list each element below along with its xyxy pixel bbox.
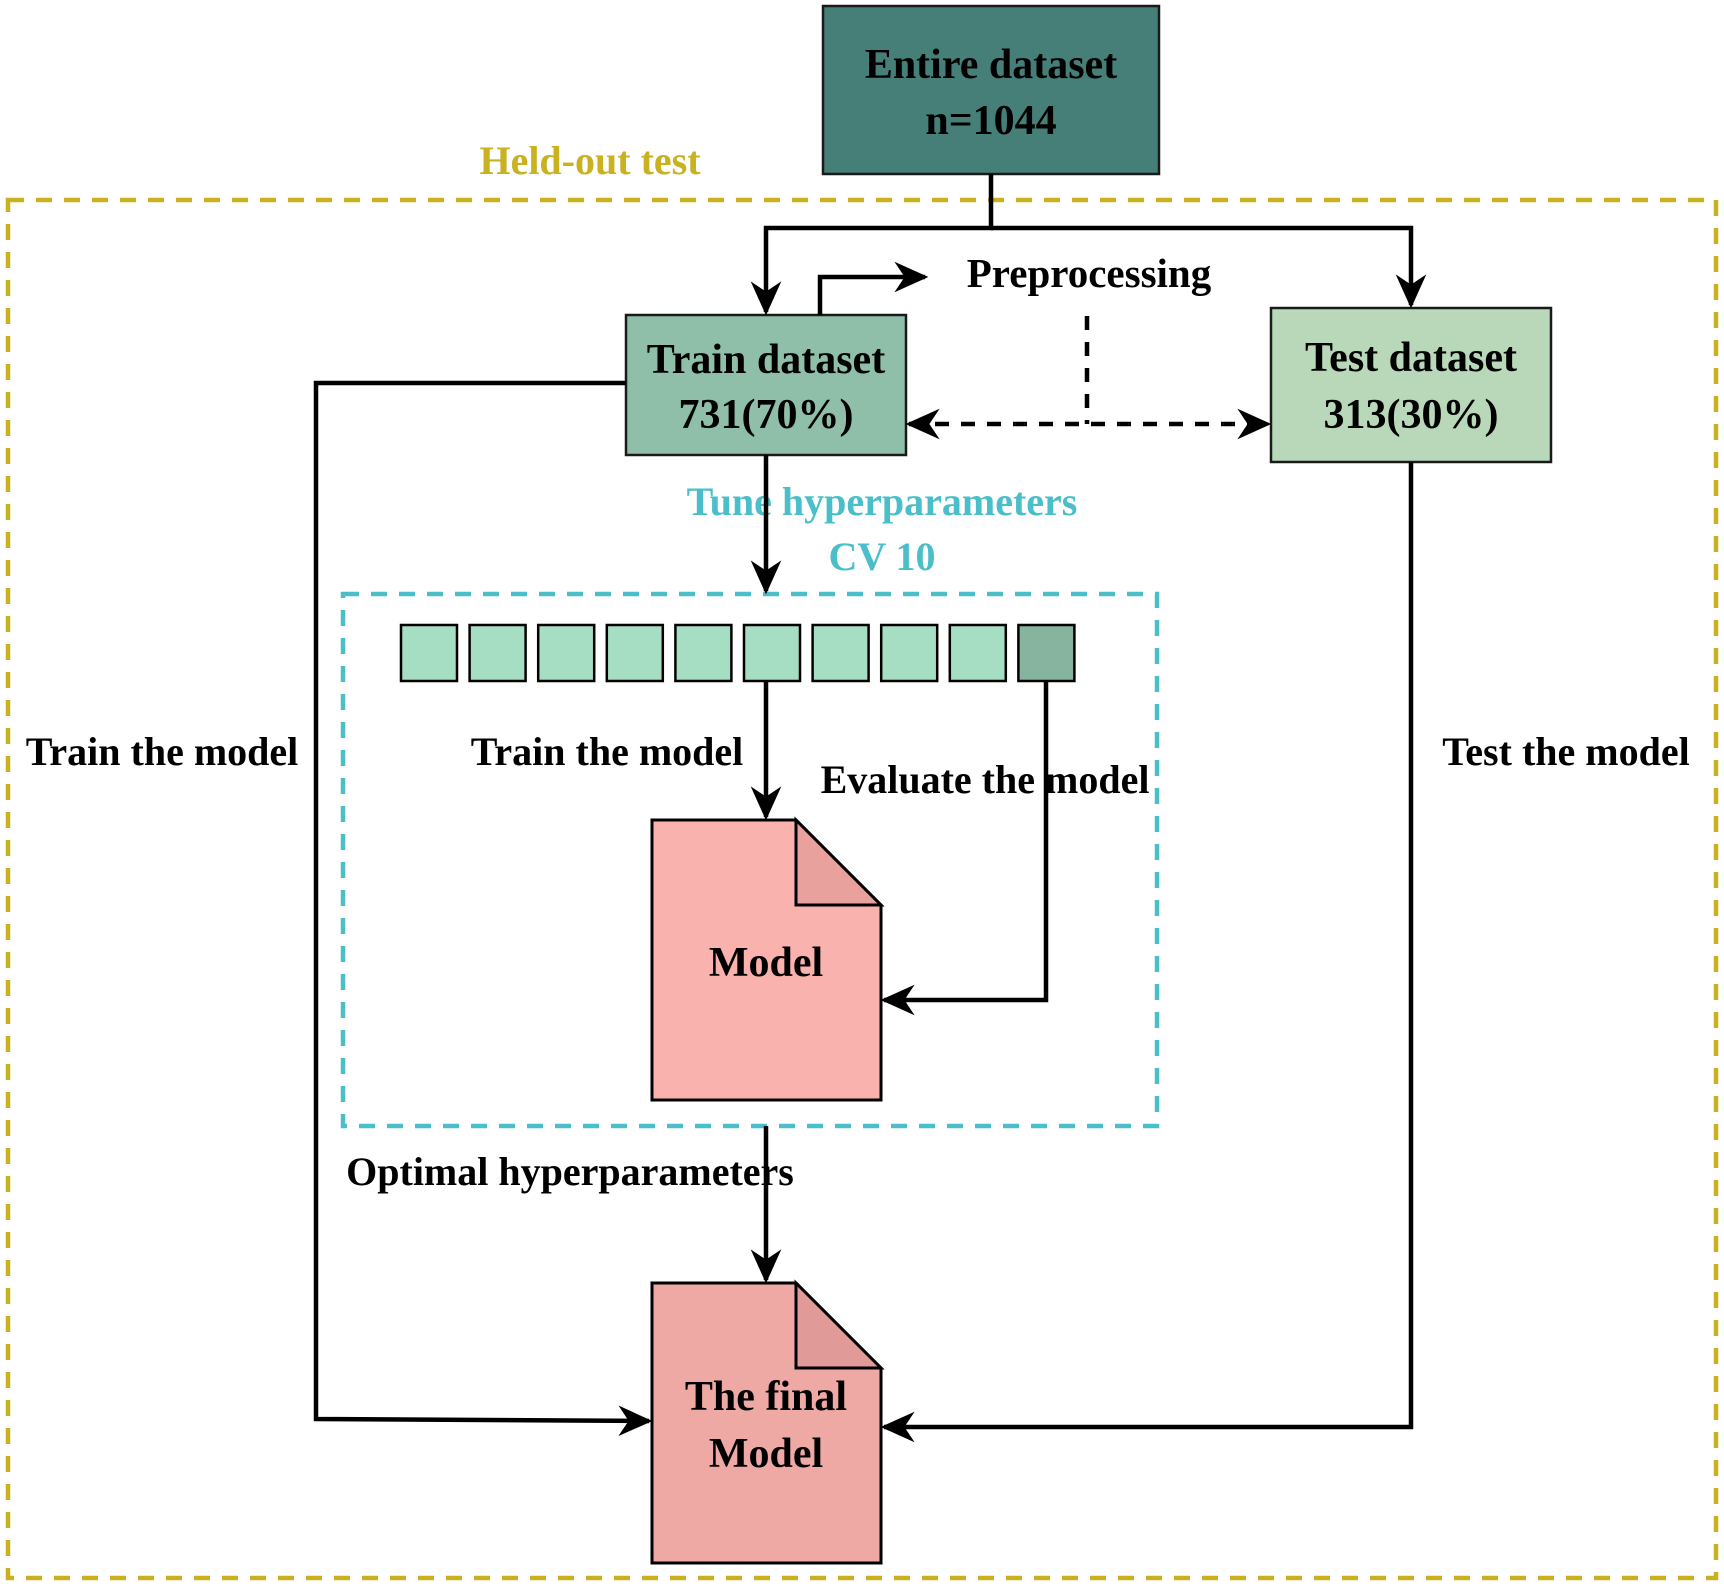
heldout-test-label: Held-out test bbox=[479, 138, 701, 183]
cv-fold bbox=[605, 623, 665, 683]
final-model-subtitle: Model bbox=[709, 1431, 823, 1477]
cv-fold bbox=[674, 623, 733, 683]
cv-frame bbox=[340, 591, 1160, 1129]
heldout-test-frame bbox=[5, 197, 1719, 1581]
entire-dataset-box bbox=[821, 4, 1161, 176]
cv-folds-label: CV 10 bbox=[828, 534, 935, 579]
cv-fold-strip bbox=[399, 623, 1076, 683]
test-model-label: Test the model bbox=[1442, 729, 1689, 774]
train-model-inner-label: Train the model bbox=[471, 729, 744, 774]
connectors bbox=[313, 174, 1427, 1443]
entire-dataset-count: n=1044 bbox=[925, 98, 1056, 144]
cv-fold bbox=[879, 623, 939, 683]
final-model-title: The final bbox=[685, 1374, 847, 1420]
train-dataset-count: 731(70%) bbox=[679, 392, 854, 438]
cv-fold bbox=[468, 623, 527, 683]
preprocessing-label: Preprocessing bbox=[967, 250, 1212, 296]
optimal-hyperparameters-label: Optimal hyperparameters bbox=[346, 1149, 794, 1194]
train-model-left-label: Train the model bbox=[26, 729, 299, 774]
test-dataset-box bbox=[1269, 306, 1553, 464]
test-dataset-count: 313(30%) bbox=[1324, 392, 1499, 438]
final-model-document bbox=[650, 1281, 883, 1565]
test-dataset-title: Test dataset bbox=[1305, 335, 1517, 381]
model-label: Model bbox=[709, 940, 823, 986]
entire-dataset-title: Entire dataset bbox=[865, 42, 1117, 88]
final-model-document-fold bbox=[794, 1279, 885, 1370]
train-dataset-title: Train dataset bbox=[647, 337, 885, 383]
model-document-fold bbox=[794, 816, 885, 907]
cv-fold bbox=[742, 623, 802, 683]
cv-fold bbox=[536, 623, 596, 683]
cv-fold bbox=[399, 623, 459, 683]
cv-fold-eval bbox=[1017, 623, 1076, 683]
evaluate-model-label: Evaluate the model bbox=[821, 757, 1150, 802]
cv-fold bbox=[948, 623, 1008, 683]
tune-hyperparameters-label: Tune hyperparameters bbox=[687, 479, 1078, 524]
cv-fold bbox=[811, 623, 870, 683]
